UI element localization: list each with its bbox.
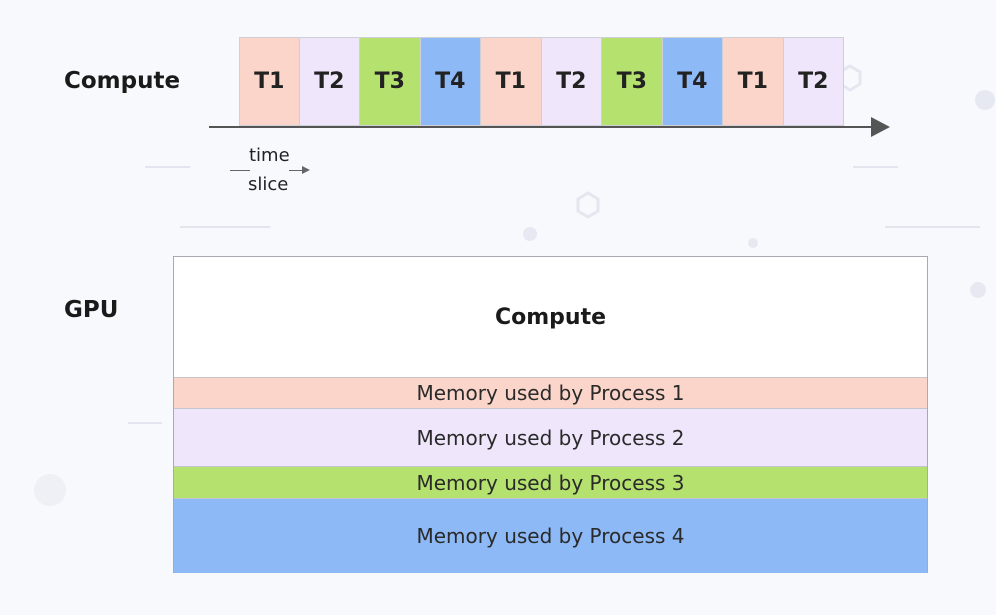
time-slice-marker-line: [289, 170, 303, 171]
gpu-compute-section: Compute: [494, 304, 607, 330]
gpu-label: GPU: [64, 297, 119, 323]
time-slice-t1: T1: [723, 37, 784, 126]
time-slice-t3: T3: [360, 37, 421, 126]
time-axis-line: [209, 125, 873, 128]
memory-process-1: Memory used by Process 1: [174, 377, 927, 408]
time-slice-t3: T3: [602, 37, 663, 126]
memory-process-2: Memory used by Process 2: [174, 408, 927, 466]
compute-row-label: Compute: [64, 68, 181, 94]
time-slice-marker-line: [230, 170, 250, 171]
memory-process-4: Memory used by Process 4: [174, 498, 927, 573]
time-slice-t1: T1: [239, 37, 300, 126]
time-slice-t1: T1: [481, 37, 542, 126]
memory-process-3: Memory used by Process 3: [174, 466, 927, 498]
time-slice-label-line1: time: [249, 145, 290, 166]
time-slice-t2: T2: [541, 37, 602, 126]
time-slice-timeline: T1 T2 T3 T4 T1 T2 T3 T4 T1 T2: [239, 37, 844, 126]
time-slice-label-line2: slice: [248, 174, 289, 195]
time-slice-t4: T4: [662, 37, 723, 126]
time-slice-t4: T4: [420, 37, 481, 126]
time-slice-t2: T2: [299, 37, 360, 126]
time-slice-t2: T2: [783, 37, 844, 126]
time-axis-arrowhead: [871, 117, 890, 137]
gpu-block: Compute Memory used by Process 1 Memory …: [173, 256, 928, 573]
time-slice-arrow-icon: [302, 166, 310, 174]
